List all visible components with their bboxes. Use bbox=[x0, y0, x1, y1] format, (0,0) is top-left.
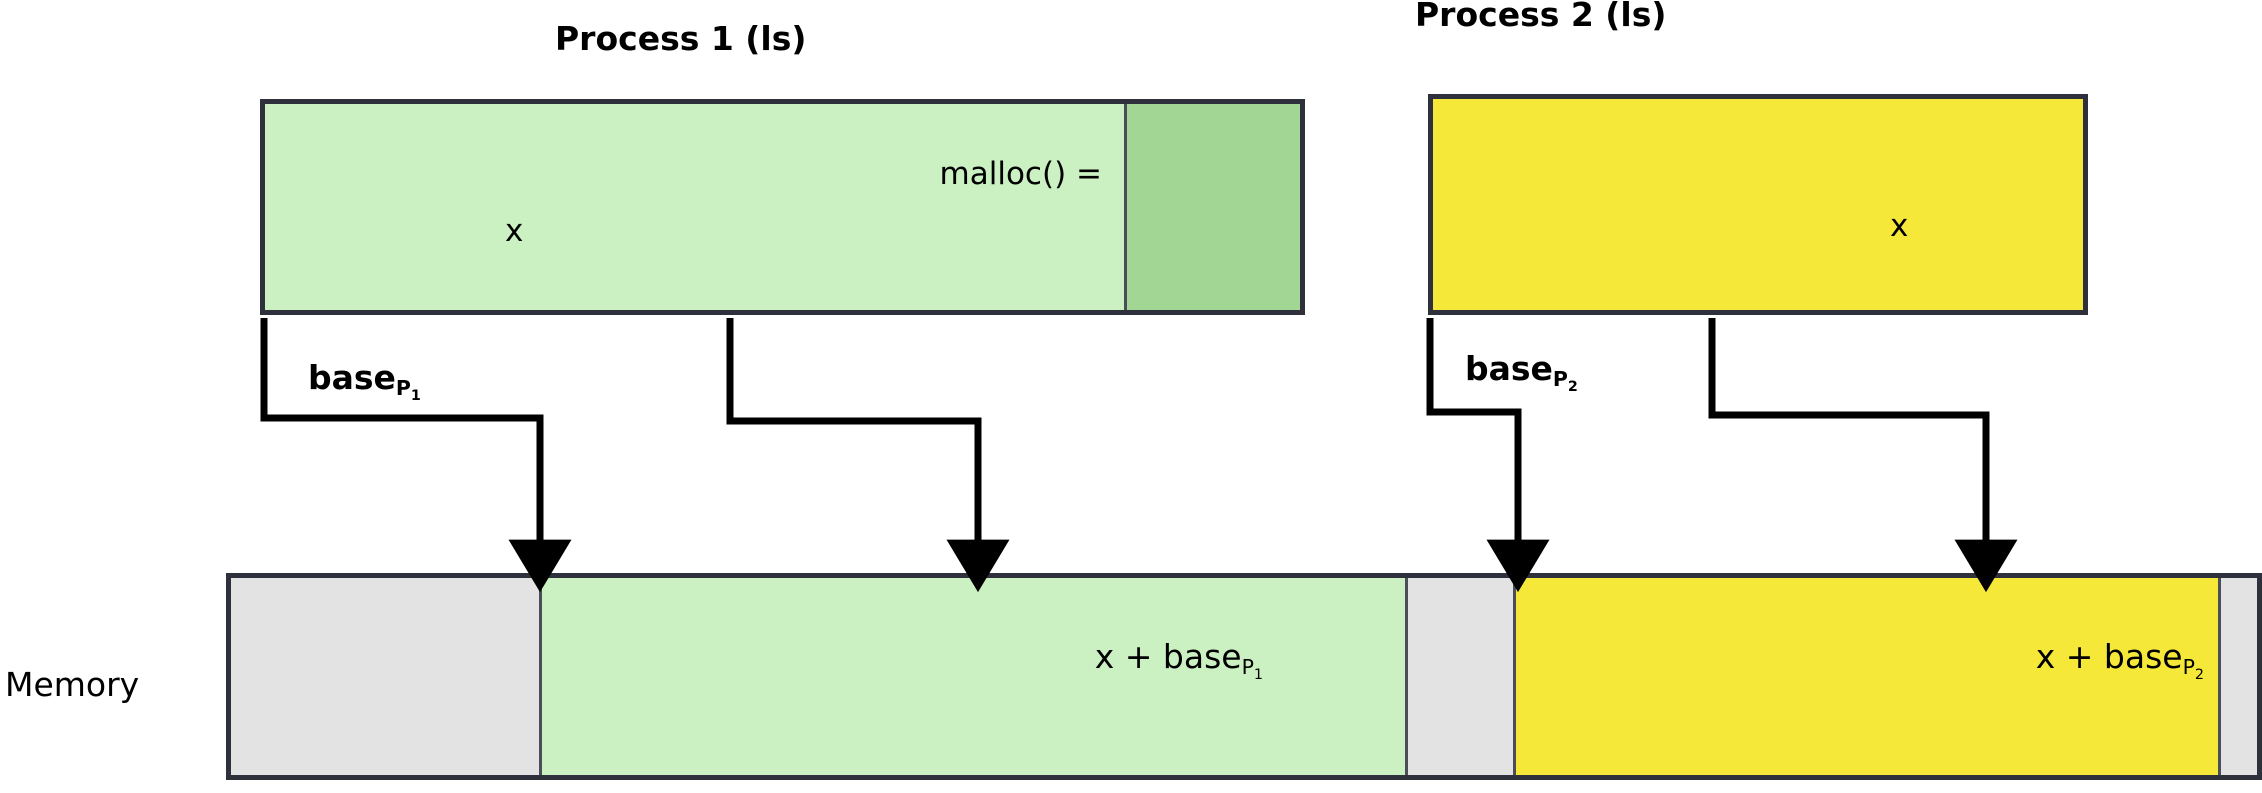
base-p2-label: baseP2 bbox=[1465, 349, 1578, 394]
memory-p2-prefix: x + base bbox=[2035, 637, 2183, 676]
process-2-x-connector-arrow bbox=[1708, 318, 2018, 593]
base-p2-sub: P bbox=[1552, 367, 1568, 392]
memory-p2-sub: P bbox=[2182, 655, 2195, 680]
process-1-title: Process 1 (ls) bbox=[555, 19, 807, 58]
memory-free-segment-2 bbox=[1408, 578, 1516, 775]
base-p1-prefix: base bbox=[308, 358, 396, 397]
process-1-used-segment: malloc() = x bbox=[265, 104, 1127, 310]
process-2-title: Process 2 (ls) bbox=[1415, 0, 1667, 34]
memory-p1-address-label: x + baseP1 bbox=[1094, 637, 1263, 682]
process-2-used-segment: x bbox=[1433, 99, 2083, 310]
process-1-x-connector-arrow bbox=[726, 318, 1010, 593]
base-p2-subsub: 2 bbox=[1567, 378, 1578, 395]
base-p1-sub: P bbox=[395, 376, 411, 401]
memory-p2-subsub: 2 bbox=[2194, 666, 2204, 683]
process-2-x-label: x bbox=[1890, 208, 1909, 244]
process-1-allocated-segment bbox=[1127, 104, 1300, 310]
memory-p1-prefix: x + base bbox=[1094, 637, 1242, 676]
memory-p1-sub: P bbox=[1241, 655, 1254, 680]
memory-process-1-segment: x + baseP1 bbox=[542, 578, 1408, 775]
memory-p1-subsub: 1 bbox=[1253, 666, 1263, 683]
base-p1-label: baseP1 bbox=[308, 358, 421, 403]
process-1-malloc-label: malloc() = bbox=[939, 156, 1102, 192]
memory-process-2-segment: x + baseP2 bbox=[1516, 578, 2221, 775]
memory-free-segment-3 bbox=[2221, 578, 2257, 775]
memory-bar: x + baseP1 x + baseP2 bbox=[226, 573, 2262, 780]
process-1-address-space: malloc() = x bbox=[260, 99, 1305, 315]
process-1-x-label: x bbox=[505, 213, 524, 249]
memory-free-segment-1 bbox=[231, 578, 542, 775]
process-2-address-space: x bbox=[1428, 94, 2088, 315]
memory-label: Memory bbox=[5, 665, 140, 704]
base-p1-connector-arrow bbox=[260, 318, 572, 593]
base-p2-prefix: base bbox=[1465, 349, 1553, 388]
memory-p2-address-label: x + baseP2 bbox=[2035, 637, 2204, 682]
base-p1-subsub: 1 bbox=[410, 387, 421, 404]
